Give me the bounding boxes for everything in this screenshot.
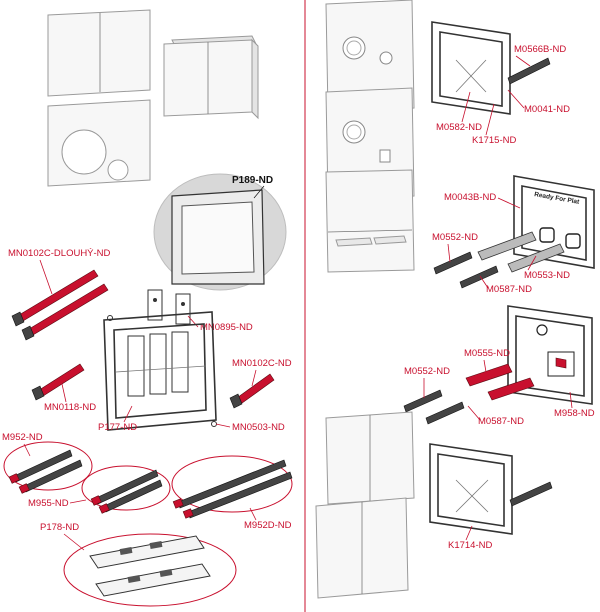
label-mn0102c-dlouhy: MN0102C-DLOUHÝ-ND: [8, 248, 111, 259]
label-m952: M952-ND: [2, 432, 43, 443]
label-mn0102c: MN0102C-ND: [232, 358, 292, 369]
label-m0043b: M0043B-ND: [444, 192, 496, 203]
p178-parts: [63, 533, 237, 607]
label-m0587-b: M0587-ND: [478, 416, 524, 427]
mn0102c-dlouhy-rods: [11, 269, 109, 341]
label-m0582: M0582-ND: [436, 122, 482, 133]
label-m0566b: M0566B-ND: [514, 44, 566, 55]
leader-k1715: [485, 103, 495, 136]
label-m0553: M0553-ND: [524, 270, 570, 281]
label-k1714: K1714-ND: [448, 540, 492, 551]
leader-m0587-b: [467, 405, 481, 421]
leader-mn0503: [215, 423, 231, 428]
flush-plate-rect-right-top: [163, 35, 259, 120]
p189-frame-group: [153, 173, 287, 291]
flush-plate-glass: [325, 169, 415, 273]
m952-rods: [3, 441, 93, 494]
m958-frame: [507, 305, 593, 405]
mn0102c-rod: [229, 373, 275, 409]
rails-group-a: [433, 231, 565, 289]
label-m0552-a: M0552-ND: [432, 232, 478, 243]
label-m952d: M952D-ND: [244, 520, 292, 531]
leader-m955: [69, 499, 87, 504]
label-p189: P189-ND: [232, 175, 273, 186]
label-mn0503: MN0503-ND: [232, 422, 285, 433]
leader-m952: [23, 443, 31, 457]
flush-plate-rect-right-bottom-1: [325, 411, 415, 505]
leader-m0566b: [515, 55, 531, 67]
label-m955: M955-ND: [28, 498, 69, 509]
flush-plate-round-buttons: [47, 99, 151, 187]
leader-p178: [63, 533, 85, 551]
leader-m0587-a: [479, 275, 489, 289]
leader-p189: [253, 185, 265, 199]
flush-plate-round-small: [325, 0, 415, 113]
label-k1715: K1715-ND: [472, 135, 516, 146]
label-m0587-a: M0587-ND: [486, 284, 532, 295]
leader-mn0118: [61, 383, 67, 403]
leader-mn0102c: [251, 369, 257, 387]
mn0895-brackets: [147, 289, 191, 325]
leader-p177: [123, 405, 133, 423]
label-m958: M958-ND: [554, 408, 595, 419]
leader-m0041: [507, 89, 525, 109]
m952d-rods: [171, 455, 293, 519]
flush-plate-rect-right-bottom-2: [315, 497, 409, 599]
leader-m0582: [461, 91, 471, 123]
m955-rods: [81, 465, 171, 514]
leader-m0552-a: [447, 243, 451, 263]
leader-m952d: [249, 507, 257, 521]
mn0118-rod: [31, 363, 85, 401]
rails-group-b: [403, 363, 535, 425]
label-p177: P177-ND: [98, 422, 137, 433]
p177-frame: [103, 311, 217, 431]
k1714-frame: [429, 443, 553, 535]
label-p178: P178-ND: [40, 522, 79, 533]
leader-mn0102c-dlouhy: [39, 259, 53, 295]
leader-m0555: [483, 359, 487, 373]
label-m0555: M0555-ND: [464, 348, 510, 359]
flush-plate-rect-left-top: [47, 9, 151, 97]
k1715-frame: [431, 21, 551, 115]
label-m0041: M0041-ND: [524, 104, 570, 115]
leader-m0043b: [497, 197, 521, 209]
label-mn0895: MN0895-ND: [200, 322, 253, 333]
label-m0552-b: M0552-ND: [404, 366, 450, 377]
leader-m958: [569, 391, 573, 409]
leader-k1714: [465, 525, 473, 541]
leader-m0553: [527, 255, 537, 271]
label-mn0118: MN0118-ND: [44, 402, 96, 413]
